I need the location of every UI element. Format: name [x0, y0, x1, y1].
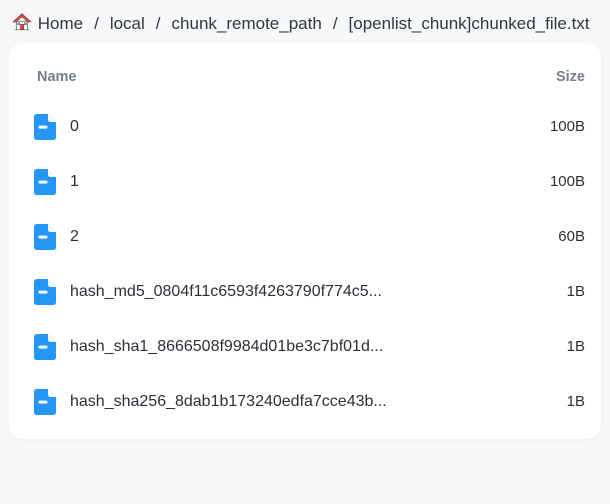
- file-icon: [34, 168, 56, 195]
- file-icon: [34, 278, 56, 305]
- file-row[interactable]: hash_sha1_8666508f9984d01be3c7bf01d... 1…: [9, 319, 601, 374]
- breadcrumb-item-home[interactable]: Home: [12, 5, 83, 43]
- breadcrumb-item-3: [openlist_chunk]chunked_file.txt: [348, 14, 590, 33]
- file-row[interactable]: hash_sha256_8dab1b173240edfa7cce43b... 1…: [9, 374, 601, 429]
- file-name: hash_md5_0804f11c6593f4263790f774c5...: [70, 282, 382, 300]
- file-row[interactable]: 2 60B: [9, 209, 601, 264]
- file-row[interactable]: 1 100B: [9, 154, 601, 209]
- file-size: 1B: [566, 338, 585, 355]
- breadcrumb-separator: /: [94, 14, 99, 33]
- file-name: hash_sha1_8666508f9984d01be3c7bf01d...: [70, 337, 384, 355]
- file-list-header: Name Size: [9, 55, 601, 99]
- breadcrumb-separator: /: [155, 14, 161, 33]
- breadcrumb-separator: /: [332, 14, 338, 33]
- column-header-size: Size: [555, 69, 585, 85]
- home-icon: [12, 13, 32, 31]
- column-header-name: Name: [37, 69, 77, 85]
- file-icon: [34, 333, 56, 360]
- file-icon: [34, 223, 56, 250]
- file-name: 0: [70, 117, 79, 135]
- file-icon: [34, 388, 56, 415]
- file-list-card: Name Size 0 100B 1 100B 2 60B: [9, 43, 601, 439]
- breadcrumb: Home / local / chunk_remote_path / [openlist_c…: [0, 0, 610, 43]
- file-size: 100B: [549, 118, 585, 135]
- breadcrumb-item-1[interactable]: local: [109, 14, 145, 33]
- breadcrumb-item-2[interactable]: chunk_remote_path: [171, 14, 322, 33]
- file-name: hash_sha256_8dab1b173240edfa7cce43b...: [70, 392, 387, 410]
- file-icon: [34, 113, 56, 140]
- file-size: 100B: [549, 173, 585, 190]
- file-row[interactable]: hash_md5_0804f11c6593f4263790f774c5... 1…: [9, 264, 601, 319]
- file-size: 1B: [566, 393, 585, 410]
- file-name: 2: [70, 227, 79, 245]
- file-size: 60B: [558, 228, 585, 245]
- file-size: 1B: [566, 283, 585, 300]
- file-list-rows: 0 100B 1 100B 2 60B hash_md5_0804f11c659…: [9, 99, 601, 429]
- file-row[interactable]: 0 100B: [9, 99, 601, 154]
- file-name: 1: [70, 172, 79, 190]
